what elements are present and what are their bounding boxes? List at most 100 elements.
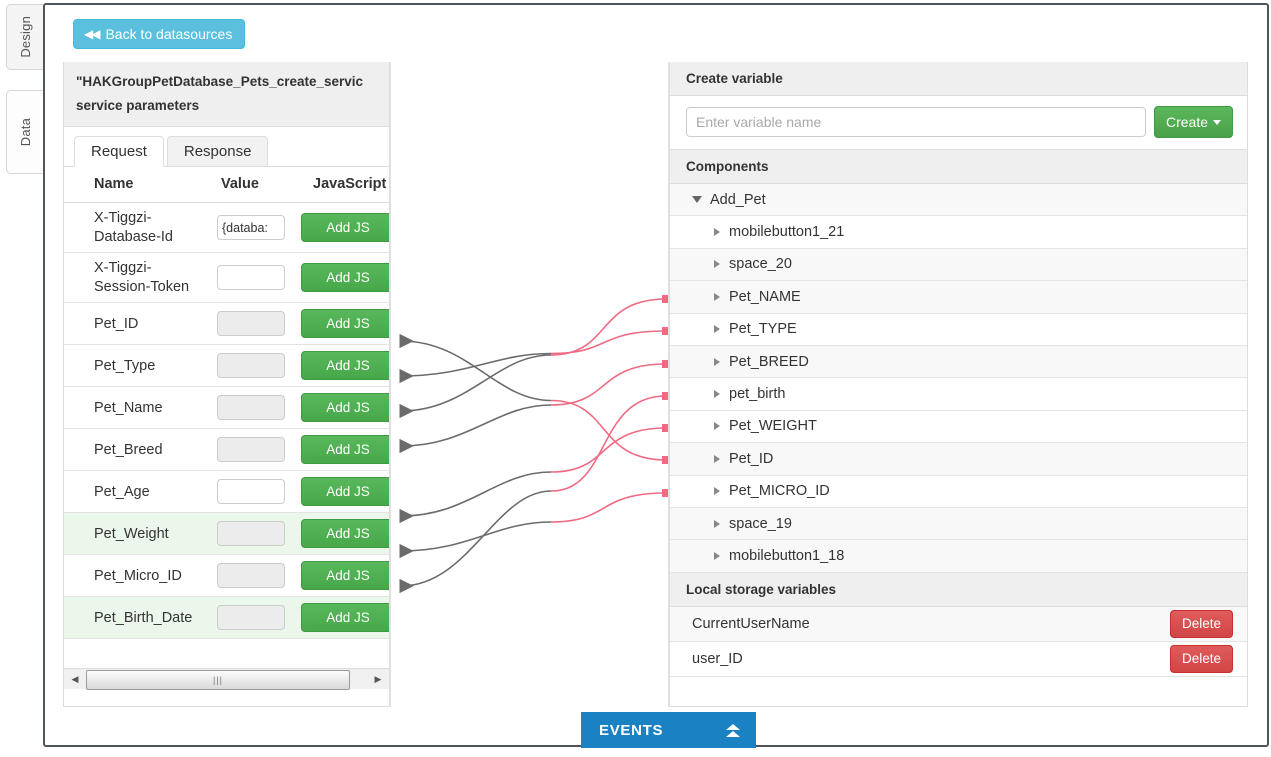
connector-endpoint[interactable] [662, 392, 670, 400]
rail-tab-design[interactable]: Design [6, 4, 43, 70]
add-js-button[interactable]: Add JS [301, 519, 389, 549]
components-header: Components [670, 150, 1247, 184]
connector-line-left [399, 333, 552, 402]
chevron-right-icon[interactable] [714, 487, 720, 496]
variable-name-input[interactable] [686, 107, 1146, 137]
parameter-row: Pet_Birth_Date Add JS [64, 596, 389, 640]
rail-tab-data[interactable]: Data [6, 90, 43, 174]
chevron-right-icon[interactable] [714, 454, 720, 463]
local-storage-variable-name: CurrentUserName [692, 615, 810, 632]
component-tree-row[interactable]: Pet_NAME [670, 281, 1247, 314]
add-js-button[interactable]: Add JS [301, 603, 389, 633]
connector-endpoint[interactable] [662, 360, 670, 368]
connector-endpoint[interactable] [662, 456, 670, 464]
parameter-value-input[interactable] [217, 215, 285, 241]
parameter-value-input[interactable] [217, 395, 285, 421]
back-to-datasources-button[interactable]: ◀◀ Back to datasources [73, 19, 246, 49]
component-tree-row[interactable]: mobilebutton1_21 [670, 216, 1247, 249]
add-js-button[interactable]: Add JS [301, 477, 389, 507]
component-tree-label: mobilebutton1_18 [729, 547, 845, 564]
create-variable-button[interactable]: Create [1153, 106, 1233, 138]
parameter-row: Pet_Weight Add JS [64, 512, 389, 556]
events-bar-button[interactable]: EVENTS [581, 712, 756, 748]
mapping-canvas [390, 62, 670, 707]
component-tree-row[interactable]: Pet_ID [670, 443, 1247, 476]
create-variable-header: Create variable [670, 62, 1247, 96]
parameter-js-cell: Add JS [293, 554, 389, 598]
local-storage-row: CurrentUserName Delete [670, 606, 1247, 642]
scroll-right-arrow-icon[interactable]: ▶ [374, 673, 382, 684]
add-js-button[interactable]: Add JS [301, 561, 389, 591]
connector-line-right [550, 399, 667, 461]
chevron-right-icon[interactable] [714, 292, 720, 301]
component-tree-row[interactable]: mobilebutton1_18 [670, 540, 1247, 573]
component-tree-row[interactable]: Pet_BREED [670, 345, 1247, 379]
chevron-right-icon[interactable] [714, 390, 720, 399]
add-js-button[interactable]: Add JS [301, 309, 389, 339]
connector-line-left [399, 352, 552, 384]
parameters-table-header: Name Value JavaScript [64, 167, 389, 204]
double-chevron-left-icon: ◀◀ [84, 27, 101, 41]
parameter-js-cell: Add JS [293, 428, 389, 472]
double-chevron-up-icon [726, 723, 740, 737]
chevron-right-icon[interactable] [714, 260, 720, 269]
parameter-value-input[interactable] [217, 265, 285, 291]
rail-tab-design-label: Design [17, 16, 33, 58]
component-tree-row[interactable]: Pet_MICRO_ID [670, 476, 1247, 508]
scrollbar-thumb[interactable]: ||| [86, 670, 350, 690]
chevron-right-icon[interactable] [714, 422, 720, 431]
parameter-value-input[interactable] [217, 479, 285, 505]
connector-endpoint[interactable] [662, 489, 670, 497]
local-storage-header: Local storage variables [670, 572, 1247, 607]
connector-endpoint[interactable] [662, 424, 670, 432]
component-tree-row[interactable]: pet_birth [670, 378, 1247, 411]
parameter-value-input[interactable] [217, 605, 285, 631]
component-tree-row[interactable]: space_19 [670, 507, 1247, 541]
add-js-button[interactable]: Add JS [301, 263, 389, 293]
parameter-value-input[interactable] [217, 311, 285, 337]
chevron-right-icon[interactable] [714, 519, 720, 528]
scroll-left-arrow-icon[interactable]: ◀ [71, 673, 79, 684]
chevron-down-icon [1213, 119, 1221, 125]
parameter-row: X-Tiggzi-Database-Id Add JS [64, 202, 389, 254]
tab-response-label: Response [183, 143, 252, 161]
component-tree-row[interactable]: Add_Pet [670, 184, 1247, 217]
chevron-down-icon[interactable] [692, 196, 702, 204]
parameter-value-cell [209, 512, 293, 556]
add-js-button[interactable]: Add JS [301, 213, 389, 243]
connector-endpoint[interactable] [662, 327, 670, 335]
tab-request[interactable]: Request [74, 136, 164, 168]
component-tree-row[interactable]: Pet_WEIGHT [670, 411, 1247, 444]
parameter-name: Pet_Birth_Date [64, 596, 209, 640]
component-tree-row[interactable]: Pet_TYPE [670, 314, 1247, 346]
add-js-button[interactable]: Add JS [301, 435, 389, 465]
create-variable-row: Create [670, 96, 1247, 150]
parameter-name: Pet_Weight [64, 512, 209, 556]
tab-response[interactable]: Response [166, 136, 269, 168]
parameter-js-cell: Add JS [293, 470, 389, 514]
chevron-right-icon[interactable] [714, 551, 720, 560]
connector-endpoint[interactable] [662, 295, 670, 303]
parameter-value-input[interactable] [217, 353, 285, 379]
scrollbar-track[interactable]: ||| [86, 670, 367, 690]
panel-title: "HAKGroupPetDatabase_Pets_create_servic … [64, 62, 389, 128]
component-tree-row[interactable]: space_20 [670, 248, 1247, 282]
parameter-name: X-Tiggzi-Database-Id [64, 202, 209, 254]
parameter-value-input[interactable] [217, 437, 285, 463]
chevron-right-icon[interactable] [714, 228, 720, 237]
chevron-right-icon[interactable] [714, 357, 720, 366]
add-js-button[interactable]: Add JS [301, 393, 389, 423]
horizontal-scrollbar[interactable]: ◀ ||| ▶ [64, 668, 389, 690]
delete-variable-button[interactable]: Delete [1169, 644, 1233, 673]
component-tree-label: space_20 [729, 256, 792, 273]
chevron-right-icon[interactable] [714, 325, 720, 334]
delete-variable-button[interactable]: Delete [1169, 609, 1233, 638]
service-parameters-panel: "HAKGroupPetDatabase_Pets_create_servic … [63, 62, 390, 707]
component-tree-label: Pet_BREED [729, 353, 809, 370]
add-js-button[interactable]: Add JS [301, 351, 389, 381]
parameter-value-input[interactable] [217, 521, 285, 547]
parameter-value-input[interactable] [217, 563, 285, 589]
